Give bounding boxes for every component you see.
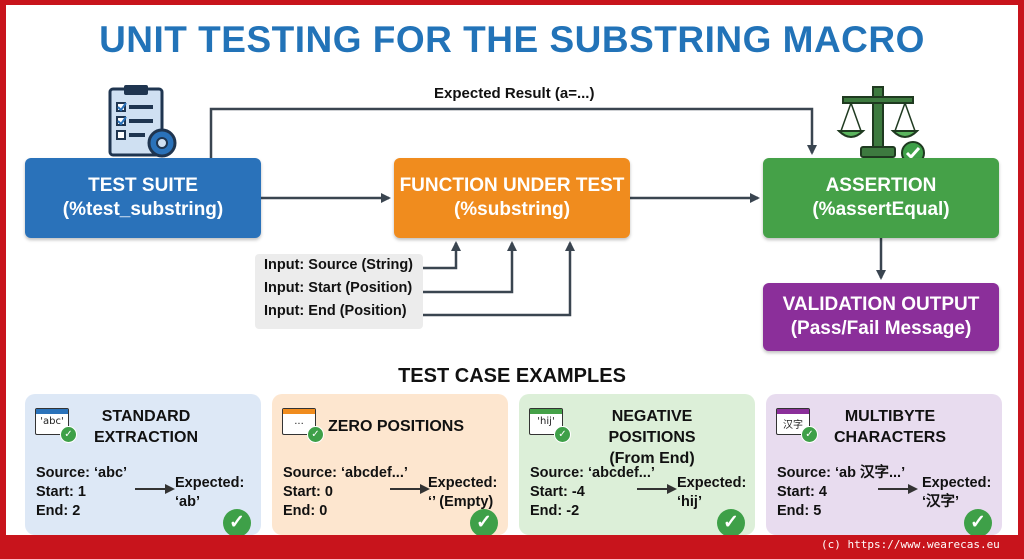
expected-value: ‘’ (Empty) [428, 494, 494, 510]
case-title-line1: NEGATIVE POSITIONS [608, 408, 696, 446]
expected-label: Expected: [175, 475, 245, 491]
assertion-macro: (%assertEqual) [812, 199, 950, 220]
expected-result-label: Expected Result (a=...) [434, 85, 595, 102]
case-start: Start: 0 [283, 484, 333, 500]
expected-label: Expected: [428, 475, 498, 491]
input-source-arrow [423, 241, 461, 270]
case-title-line2: EXTRACTION [94, 429, 198, 446]
input-start-label: Input: Start (Position) [264, 280, 413, 296]
check-icon: ✓ [717, 509, 745, 535]
small-check-icon: ✓ [801, 426, 818, 443]
assertion-title: ASSERTION [825, 175, 937, 196]
icon-bar [36, 409, 68, 414]
code-window-icon: ...✓ [282, 408, 324, 443]
case-end: End: 0 [283, 503, 328, 519]
case-end: End: 5 [777, 503, 822, 519]
case-expected: Expected: ‘hij’ [677, 474, 746, 512]
validation-title: VALIDATION OUTPUT [782, 294, 980, 315]
function-under-test-box: FUNCTION UNDER TEST (%substring) [394, 158, 630, 238]
flow-connectors [209, 107, 886, 317]
icon-bar [283, 409, 315, 414]
check-icon: ✓ [470, 509, 498, 535]
arrow-icon [135, 484, 175, 494]
icon-text: ... [294, 416, 304, 427]
icon-text: 'abc' [40, 416, 64, 427]
test-suite-box: TEST SUITE (%test_substring) [25, 158, 261, 238]
case-end: End: 2 [36, 503, 81, 519]
case-inputs: Source: ‘abc’ Start: 1 End: 2 [36, 464, 127, 521]
code-window-icon: 汉字✓ [776, 408, 818, 443]
arrow-icon [878, 484, 918, 494]
case-title: STANDARD EXTRACTION [81, 406, 211, 448]
validation-output-box: VALIDATION OUTPUT (Pass/Fail Message) [763, 283, 999, 351]
test-suite-title: TEST SUITE [88, 175, 198, 196]
validation-subtitle: (Pass/Fail Message) [790, 318, 972, 339]
watermark-url: (c) https://www.wearecas.eu [821, 538, 1000, 551]
code-window-icon: 'hij'✓ [529, 408, 571, 443]
input-end-arrow [423, 241, 575, 317]
expected-label: Expected: [922, 475, 992, 491]
input-end-label: Input: End (Position) [264, 303, 407, 319]
page-title: UNIT TESTING FOR THE SUBSTRING MACRO [99, 19, 925, 60]
code-window-icon: 'abc'✓ [35, 408, 77, 443]
expected-label: Expected: [677, 475, 747, 491]
icon-text: 汉字 [783, 420, 803, 431]
check-icon: ✓ [964, 509, 992, 535]
function-macro: (%substring) [453, 199, 571, 220]
icon-bar [530, 409, 562, 414]
clipboard-gear-icon [108, 85, 177, 158]
test-suite-macro: (%test_substring) [62, 199, 224, 220]
icon-bar [777, 409, 809, 414]
case-title: MULTIBYTE CHARACTERS [820, 406, 960, 448]
case-title-line2: (From End) [609, 450, 695, 467]
case-start: Start: -4 [530, 484, 585, 500]
expected-value: ‘hij’ [677, 494, 702, 510]
assertion-box: ASSERTION (%assertEqual) [763, 158, 999, 238]
examples-title: TEST CASE EXAMPLES [398, 365, 626, 387]
expected-value: ‘ab’ [175, 494, 200, 510]
case-inputs: Source: ‘ab 汉字...’ Start: 4 End: 5 [777, 464, 905, 521]
test-case-card: 'hij'✓ NEGATIVE POSITIONS(From End) Sour… [519, 394, 755, 535]
expected-value: ‘汉字’ [922, 494, 960, 510]
small-check-icon: ✓ [60, 426, 77, 443]
arrow-icon [390, 484, 430, 494]
case-source: Source: ‘abcdef...’ [283, 465, 408, 481]
small-check-icon: ✓ [307, 426, 324, 443]
case-source: Source: ‘abcdef...’ [530, 465, 655, 481]
case-expected: Expected: ‘’ (Empty) [428, 474, 497, 512]
case-source: Source: ‘abc’ [36, 465, 128, 481]
case-inputs: Source: ‘abcdef...’ Start: 0 End: 0 [283, 464, 408, 521]
case-source: Source: ‘ab 汉字...’ [777, 465, 906, 481]
case-expected: Expected: ‘汉字’ [922, 474, 991, 512]
icon-text: 'hij' [537, 416, 555, 427]
case-expected: Expected: ‘ab’ [175, 474, 244, 512]
function-title: FUNCTION UNDER TEST [399, 175, 625, 196]
arrow-icon [637, 484, 677, 494]
small-check-icon: ✓ [554, 426, 571, 443]
case-title-line1: MULTIBYTE [844, 408, 936, 425]
input-source-label: Input: Source (String) [264, 257, 414, 273]
scales-check-icon [836, 86, 925, 165]
check-icon: ✓ [223, 509, 251, 535]
case-title-line1: STANDARD [101, 408, 191, 425]
case-title-line1: ZERO POSITIONS [327, 418, 464, 435]
case-end: End: -2 [530, 503, 580, 519]
case-start: Start: 4 [777, 484, 827, 500]
test-case-card: ...✓ ZERO POSITIONS Source: ‘abcdef...’S… [272, 394, 508, 535]
case-inputs: Source: ‘abcdef...’ Start: -4 End: -2 [530, 464, 655, 521]
case-title: NEGATIVE POSITIONS (From End) [567, 406, 737, 469]
case-start: Start: 1 [36, 484, 86, 500]
diagram-canvas: UNIT TESTING FOR THE SUBSTRING MACRO Exp… [6, 5, 1018, 535]
case-title: ZERO POSITIONS [326, 416, 466, 437]
input-start-arrow [423, 241, 517, 294]
expected-result-line [209, 107, 817, 158]
inputs-panel: Input: Source (String) Input: Start (Pos… [255, 254, 423, 329]
case-title-line2: CHARACTERS [834, 429, 946, 446]
